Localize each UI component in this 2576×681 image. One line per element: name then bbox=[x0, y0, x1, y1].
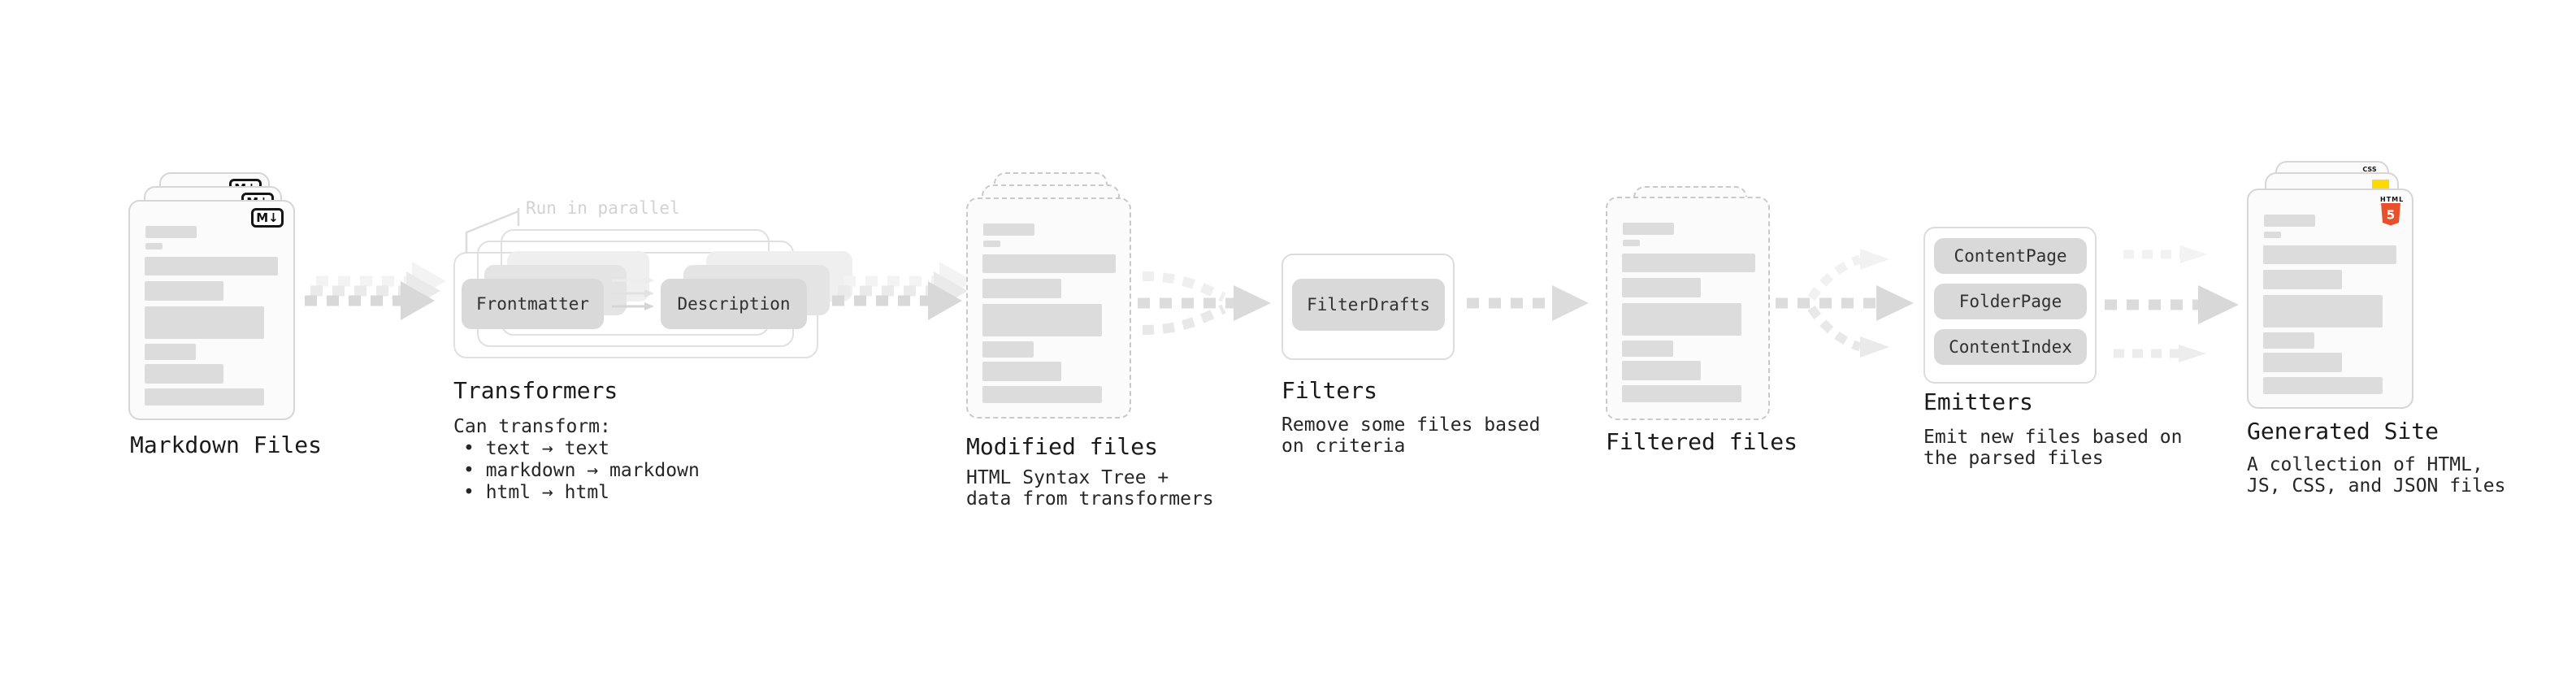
arrow-filtered-to-emitters-icon bbox=[1776, 249, 1914, 358]
desc-bullet: • html → html bbox=[463, 482, 610, 503]
content-bar bbox=[2263, 353, 2342, 372]
html5-shield-number: 5 bbox=[2387, 208, 2395, 223]
javascript-icon bbox=[2372, 180, 2389, 189]
content-bar bbox=[1623, 223, 1674, 235]
desc-line: HTML Syntax Tree + bbox=[966, 467, 1169, 488]
chip-frontmatter: Frontmatter bbox=[462, 279, 604, 329]
chip-description: Description bbox=[661, 279, 807, 329]
content-bar bbox=[2263, 332, 2314, 349]
document-card bbox=[1606, 197, 1770, 420]
arrow-filters-to-filtered-icon bbox=[1467, 285, 1589, 321]
desc-line: Emit new files based on bbox=[1923, 427, 2183, 448]
content-bar bbox=[1622, 254, 1755, 272]
desc-line: JS, CSS, and JSON files bbox=[2247, 475, 2506, 497]
desc-line: on criteria bbox=[1281, 436, 1406, 457]
run-in-parallel-note: Run in parallel bbox=[526, 198, 680, 218]
desc-line: Remove some files based bbox=[1281, 414, 1541, 436]
arrow-transformers-to-modified-icon bbox=[832, 262, 974, 320]
stage-title-modified-files: Modified files bbox=[966, 433, 1159, 460]
stage-title-transformers: Transformers bbox=[453, 377, 618, 404]
content-bar bbox=[145, 243, 163, 249]
chip-folderpage: FolderPage bbox=[1934, 284, 2087, 319]
stage-title-filtered-files: Filtered files bbox=[1606, 428, 1798, 455]
content-bar bbox=[145, 257, 278, 275]
content-bar bbox=[1622, 361, 1701, 380]
content-bar bbox=[1622, 385, 1741, 402]
chip-contentindex: ContentIndex bbox=[1934, 329, 2087, 365]
content-bar bbox=[2263, 270, 2342, 289]
document-card: M↓ bbox=[128, 200, 295, 420]
html5-shield-icon: 5 bbox=[2381, 203, 2400, 226]
stage-desc-generated-site: A collection of HTML, JS, CSS, and JSON … bbox=[2247, 454, 2506, 497]
chip-contentpage: ContentPage bbox=[1934, 238, 2087, 274]
content-bar bbox=[2264, 215, 2315, 227]
content-bar bbox=[2264, 232, 2281, 238]
content-bar bbox=[1622, 340, 1673, 357]
content-bar bbox=[982, 254, 1116, 273]
content-bar bbox=[2263, 377, 2383, 394]
arrow-modified-to-filters-icon bbox=[1138, 271, 1271, 335]
content-bar bbox=[145, 226, 197, 238]
content-bar bbox=[2263, 245, 2396, 264]
stage-desc-emitters: Emit new files based on the parsed files bbox=[1923, 427, 2183, 469]
content-bar bbox=[145, 344, 196, 360]
content-bar bbox=[982, 341, 1034, 358]
desc-line: data from transformers bbox=[966, 488, 1214, 510]
content-bar bbox=[982, 362, 1061, 381]
chip-filterdrafts: FilterDrafts bbox=[1292, 279, 1445, 331]
content-bar bbox=[1622, 278, 1701, 297]
content-bar bbox=[145, 364, 223, 384]
content-bar bbox=[982, 304, 1102, 336]
desc-line: A collection of HTML, bbox=[2247, 454, 2483, 475]
html5-icon: HTML 5 bbox=[2380, 196, 2405, 226]
html5-icon-label: HTML bbox=[2380, 196, 2405, 203]
stage-title-markdown-files: Markdown Files bbox=[130, 432, 323, 458]
transform-arrows-icon bbox=[612, 276, 654, 310]
stage-title-emitters: Emitters bbox=[1923, 388, 2033, 415]
content-bar bbox=[983, 241, 1000, 247]
desc-bullet: • text → text bbox=[463, 438, 610, 459]
content-bar bbox=[145, 281, 223, 301]
stage-desc-modified-files: HTML Syntax Tree + data from transformer… bbox=[966, 467, 1214, 510]
css3-icon-label: CSS bbox=[2362, 166, 2377, 173]
document-card: HTML 5 bbox=[2247, 189, 2413, 409]
content-bar bbox=[1623, 240, 1640, 246]
stage-desc-filters: Remove some files based on criteria bbox=[1281, 414, 1541, 457]
desc-line: the parsed files bbox=[1923, 448, 2104, 469]
content-bar bbox=[983, 223, 1034, 236]
content-bar bbox=[145, 388, 264, 406]
stage-title-filters: Filters bbox=[1281, 377, 1378, 404]
content-bar bbox=[2263, 295, 2383, 327]
markdown-icon: M↓ bbox=[251, 208, 284, 228]
arrow-emitters-to-generated-icon bbox=[2105, 245, 2239, 362]
content-bar bbox=[1622, 303, 1741, 336]
markdown-icon-label: M↓ bbox=[256, 210, 279, 225]
stage-desc-transformers: Can transform: • text → text • markdown … bbox=[453, 416, 700, 504]
document-card bbox=[966, 197, 1131, 419]
desc-bullet: • markdown → markdown bbox=[463, 460, 700, 481]
content-bar bbox=[145, 306, 264, 339]
content-bar bbox=[982, 386, 1102, 403]
arrow-markdown-to-transformers-icon bbox=[305, 262, 446, 320]
run-in-parallel-leader-line bbox=[465, 208, 520, 254]
desc-line: Can transform: bbox=[453, 416, 611, 437]
stage-title-generated-site: Generated Site bbox=[2247, 418, 2439, 445]
content-bar bbox=[982, 279, 1061, 298]
